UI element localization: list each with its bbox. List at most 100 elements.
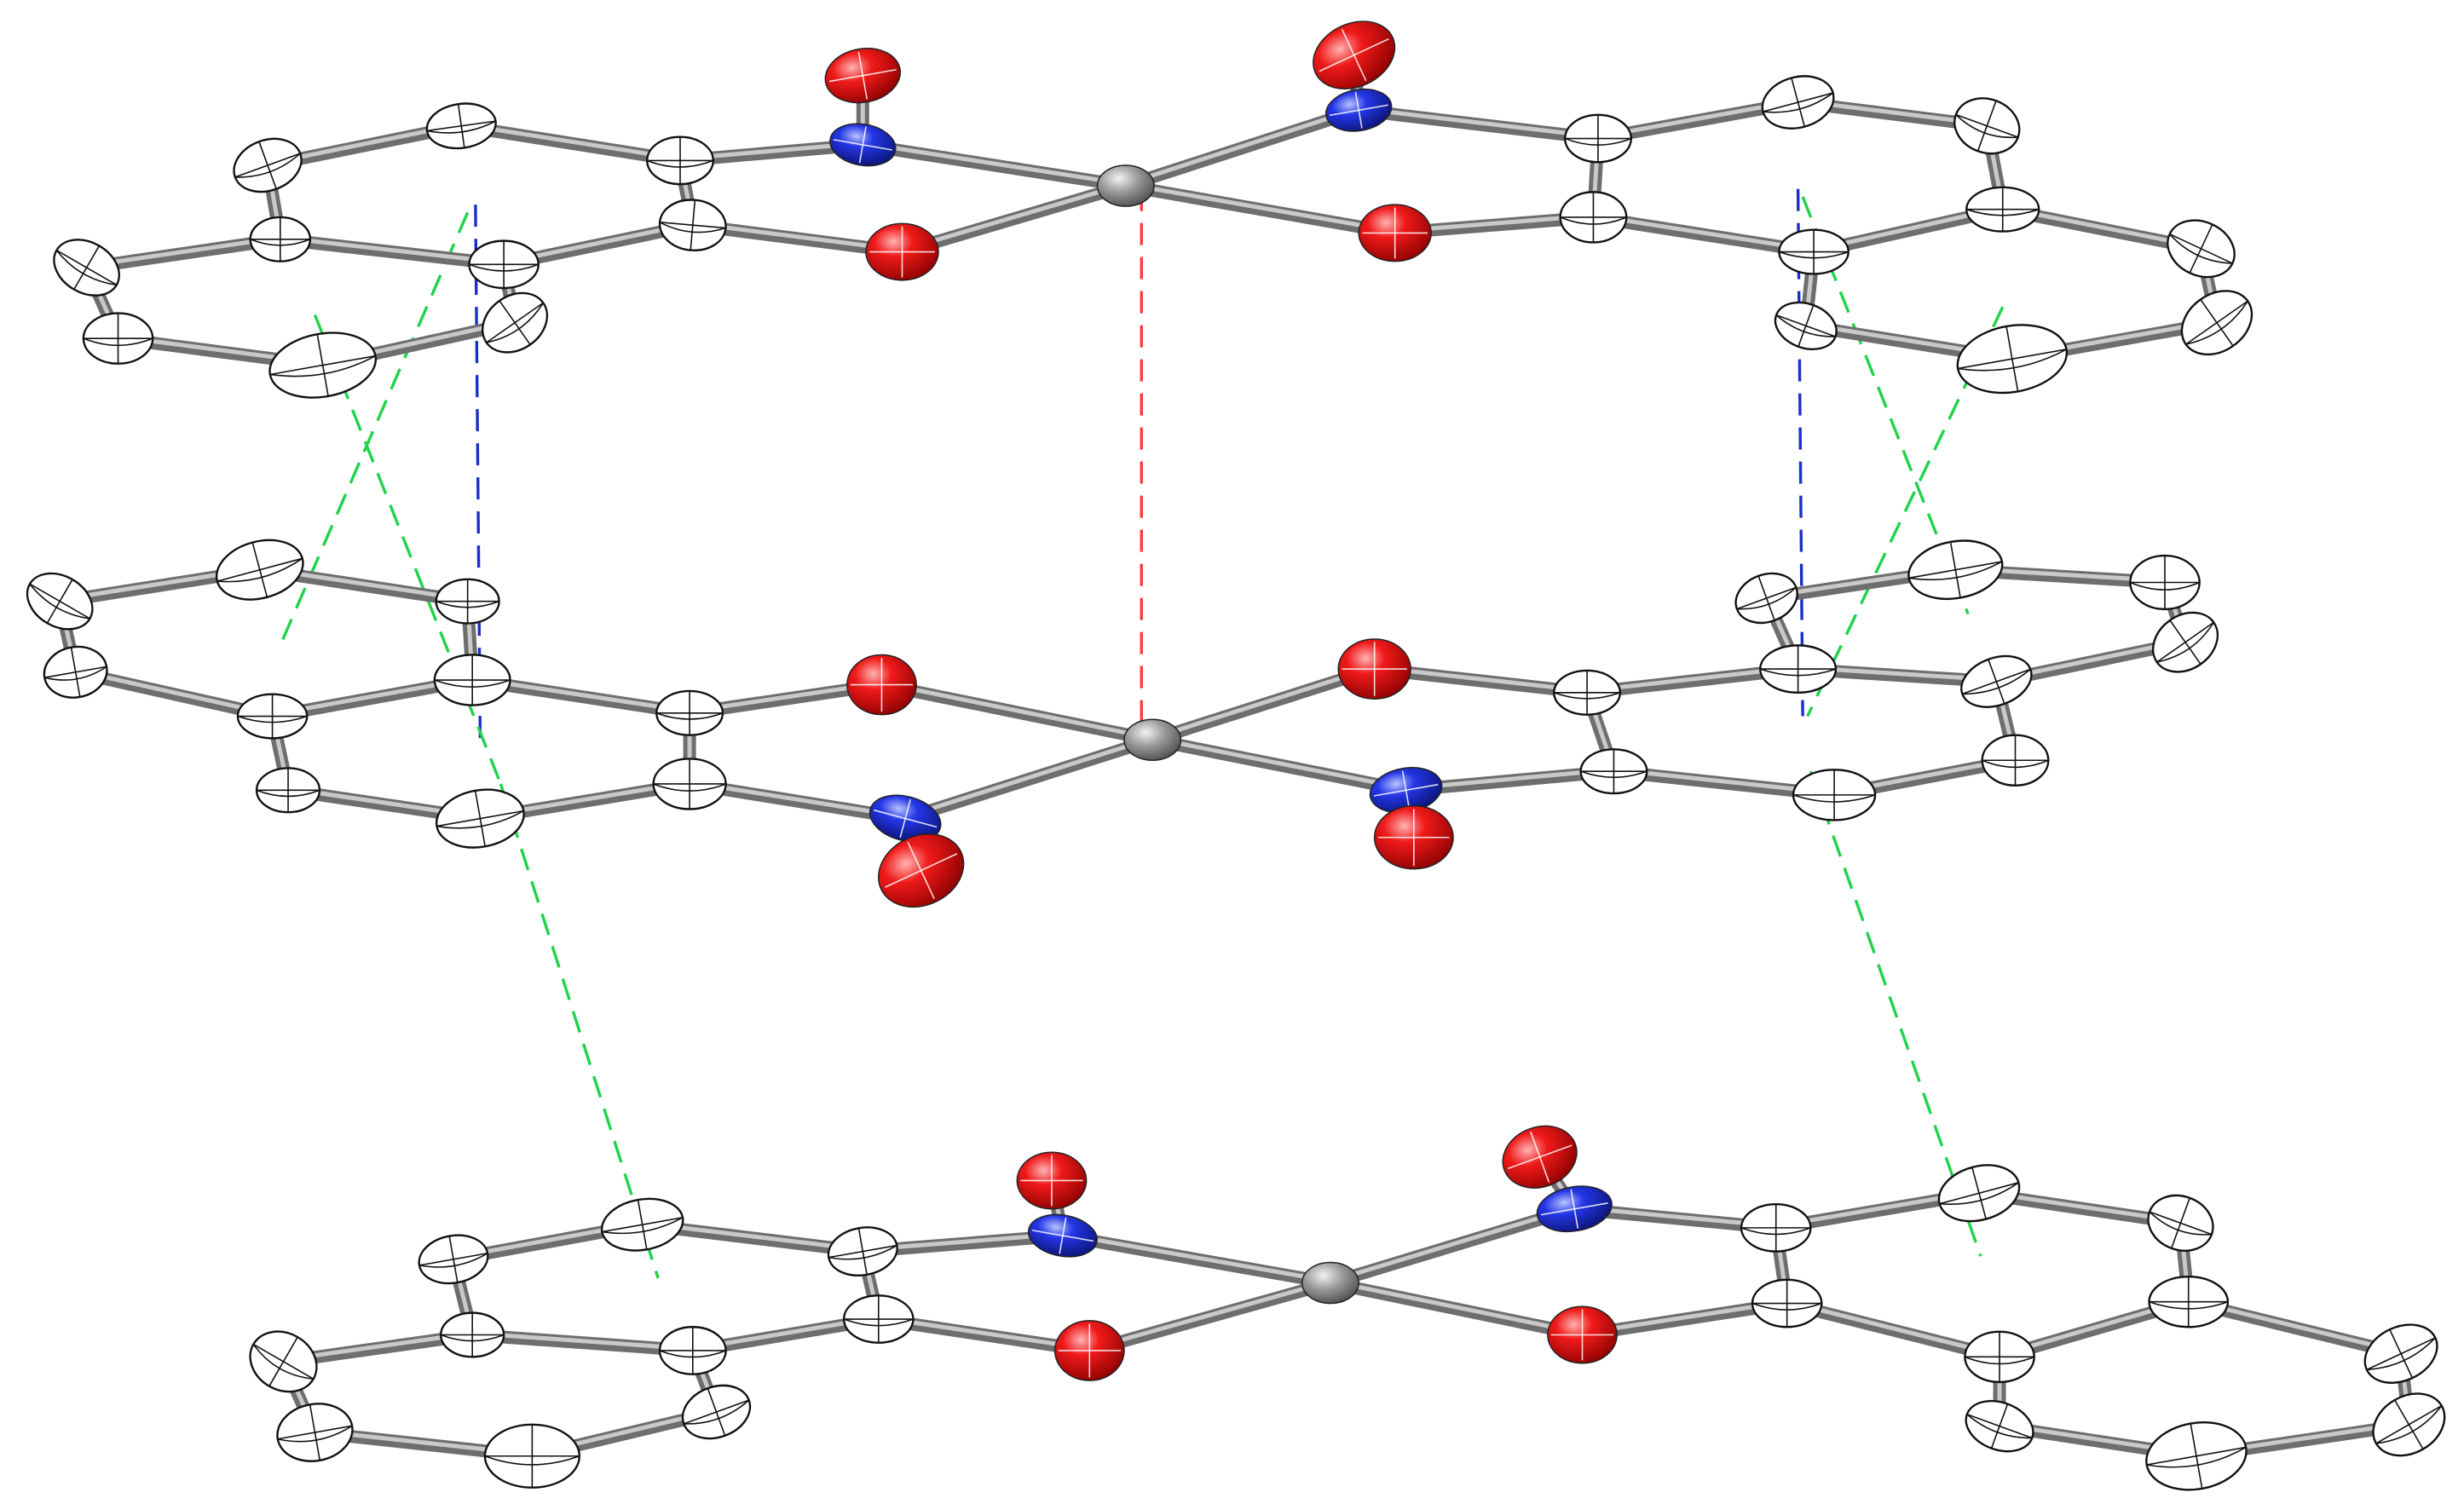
ellipsoid-axis	[1966, 1414, 2033, 1439]
ellipsoid-axis	[1982, 759, 2049, 769]
ellipsoid-axis	[418, 1253, 488, 1268]
ellipsoid-axis	[436, 600, 499, 608]
atom-c-l2-17	[1740, 1202, 1812, 1253]
ellipsoid-axis	[1779, 251, 1849, 259]
atom-c-l1-18	[1579, 748, 1648, 795]
bond-highlight-l2-14	[1060, 1231, 1333, 1284]
atom-c-l0-20	[1953, 97, 2021, 155]
ellipsoid-axis	[434, 679, 511, 688]
ellipsoid-axis	[2185, 300, 2248, 345]
atom-c-l1-3	[236, 693, 309, 740]
ellipsoid-axis	[469, 263, 540, 272]
ellipsoid-axis	[1976, 100, 1997, 152]
ellipsoid-axis	[216, 557, 303, 583]
atom-c-l1-21	[1792, 769, 1877, 821]
atom-c-l0-4	[82, 312, 154, 365]
ellipsoid-axis	[440, 1334, 505, 1342]
atom-c-l1-26	[2151, 611, 2219, 673]
atom-c-l2-21	[2148, 1275, 2230, 1328]
atom-n-l2-11	[1027, 1213, 1098, 1258]
ellipsoid-axis	[1580, 770, 1647, 778]
ellipsoid-axis	[1763, 92, 1834, 113]
atom-c-l2-6	[276, 1403, 354, 1462]
atom-c-l0-19	[1761, 75, 1835, 130]
ellipsoid-axis	[2130, 581, 2200, 591]
ellipsoid-axis	[1553, 692, 1621, 700]
atom-o-l0-12	[865, 222, 939, 281]
bond-highlight-l0-19	[1356, 106, 1601, 140]
metal-center	[1301, 1261, 1359, 1305]
ellipsoid-axis	[637, 1199, 648, 1250]
atom-c-l2-2	[827, 1226, 898, 1276]
ellipsoid-axis	[2156, 621, 2214, 663]
atom-c-l0-3	[53, 239, 120, 297]
atom-c-l0-5	[268, 331, 378, 399]
atom-c-l0-25	[2167, 219, 2236, 279]
atom-o-l1-16	[1373, 805, 1454, 870]
ellipsoid-axis	[684, 1399, 750, 1425]
ellipsoid-axis	[2170, 1197, 2190, 1249]
atom-c-l0-2	[249, 216, 312, 262]
ellipsoid-axis	[1988, 659, 2005, 705]
ellipsoid-axis	[309, 1404, 321, 1461]
bond-highlight-l1-14	[879, 681, 1155, 740]
ellipsoid-axis	[2375, 1405, 2443, 1444]
atom-o-l0-16	[1358, 204, 1432, 262]
contact-ring-centroid-5	[499, 783, 660, 1279]
ellipsoid-axis	[1760, 668, 1837, 677]
ellipsoid-axis	[46, 579, 73, 624]
bond-highlight-l2-15	[1087, 1279, 1333, 1351]
ellipsoid-axis	[1971, 1167, 1987, 1219]
ellipsoid-axis	[1965, 1356, 2034, 1365]
ellipsoid-axis	[73, 245, 101, 291]
ellipsoid-axis	[277, 1425, 353, 1443]
metal-center	[1123, 718, 1182, 761]
ellipsoid-axis	[1564, 137, 1632, 146]
atom-c-l0-17	[1564, 113, 1632, 164]
ellipsoid-axis	[2394, 1399, 2424, 1449]
atom-c-l1-7	[433, 654, 511, 706]
atom-c-l0-8	[646, 135, 715, 186]
atom-o-l1-12	[877, 833, 965, 908]
ellipsoid-axis	[899, 798, 911, 838]
atom-c-l1-20	[1759, 644, 1838, 694]
ellipsoid-axis	[2366, 1337, 2436, 1371]
atom-c-l2-22	[1964, 1330, 2035, 1384]
ellipsoid-axis	[2389, 1328, 2414, 1379]
atom-c-l2-4	[440, 1311, 505, 1358]
atom-c-l0-6	[468, 239, 540, 290]
atom-c-l2-19	[1937, 1164, 2021, 1223]
bond-highlight-l0-2	[84, 235, 283, 268]
contact-ring-stacking-1	[474, 205, 482, 740]
atom-c-l1-23	[1960, 654, 2033, 708]
ellipsoid-axis	[907, 842, 935, 900]
ellipsoid-axis	[1962, 668, 2031, 695]
metal-center	[1096, 164, 1155, 207]
atom-c-l1-8	[655, 689, 724, 736]
ellipsoid-axis	[234, 153, 301, 178]
ellipsoid-axis	[858, 126, 867, 164]
ellipsoid-axis	[44, 666, 107, 681]
atom-o-l2-10	[1016, 1151, 1088, 1210]
ellipsoid-axis	[1775, 314, 1836, 337]
ellipsoid-axis	[316, 334, 329, 397]
atom-c-l2-7	[483, 1423, 581, 1489]
atom-n-l1-11	[868, 794, 942, 843]
ellipsoid-axis	[499, 300, 531, 345]
ellipsoid-axis	[2146, 1446, 2247, 1468]
ellipsoid-axis	[1908, 561, 2003, 581]
ellipsoid-axis	[1792, 794, 1876, 803]
bond-highlight-l0-14	[860, 141, 1128, 187]
bond-highlight-l2-9	[470, 1330, 695, 1351]
bond-highlight-l0-9	[459, 122, 683, 161]
ellipsoid-axis	[1791, 78, 1806, 127]
atom-c-l2-18	[1751, 1278, 1823, 1328]
ellipsoid-axis	[436, 810, 524, 829]
atom-c-l1-9	[652, 758, 727, 810]
ellipsoid-axis	[1955, 113, 2018, 139]
ellipsoid-axis	[474, 790, 486, 847]
ellipsoid-axis	[1757, 575, 1775, 621]
atom-c-l1-5	[435, 788, 525, 849]
ellipsoid-axis	[2200, 298, 2234, 347]
ellipsoid-axis	[828, 1244, 897, 1260]
